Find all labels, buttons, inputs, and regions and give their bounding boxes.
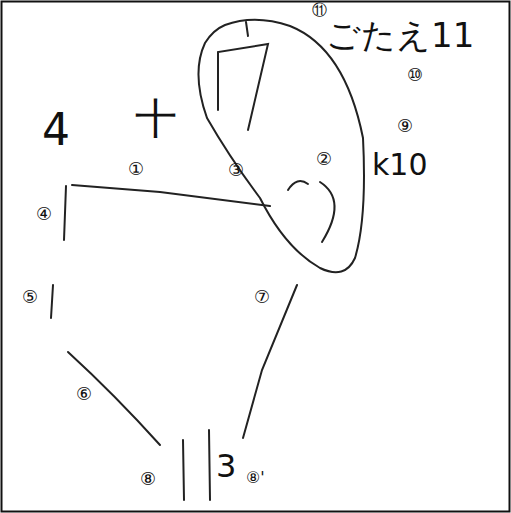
inner-stroke: [218, 44, 268, 130]
handwritten-number: 4: [42, 108, 70, 152]
callout-number: ③: [228, 161, 244, 179]
handwritten-number: 3: [216, 450, 236, 482]
callout-number: ⑩: [407, 66, 423, 84]
handwritten-note: ごたえ11: [326, 18, 474, 52]
callout-number: ⑧: [140, 470, 156, 488]
callout-number: ②: [316, 150, 332, 168]
tick: [246, 22, 248, 36]
ear-loop: [198, 20, 364, 272]
handwritten-mark: 十: [135, 98, 177, 140]
callout-number: ⑦: [254, 288, 270, 306]
callout-number: ①: [128, 160, 144, 178]
callout-number: ④: [36, 205, 52, 223]
outline-shape: [195, 18, 367, 280]
part-line-8b: [209, 430, 210, 500]
inner-arc: [288, 181, 308, 190]
callout-number: ⑨: [397, 117, 413, 135]
handwritten-note: k10: [372, 150, 428, 180]
callout-number: ⑥: [76, 385, 92, 403]
part-line-1: [72, 185, 270, 206]
ear-outline: ③②: [195, 18, 367, 280]
part-line-6: [68, 352, 160, 445]
callout-number: ⑧': [246, 470, 265, 486]
part-line-5: [51, 285, 53, 318]
inner-arc-2: [320, 182, 335, 242]
part-line-4: [64, 186, 66, 240]
callout-number: ⑪: [312, 3, 327, 18]
callout-number: ⑤: [22, 288, 38, 306]
part-line-7: [243, 285, 297, 438]
part-line-8: [183, 440, 184, 500]
